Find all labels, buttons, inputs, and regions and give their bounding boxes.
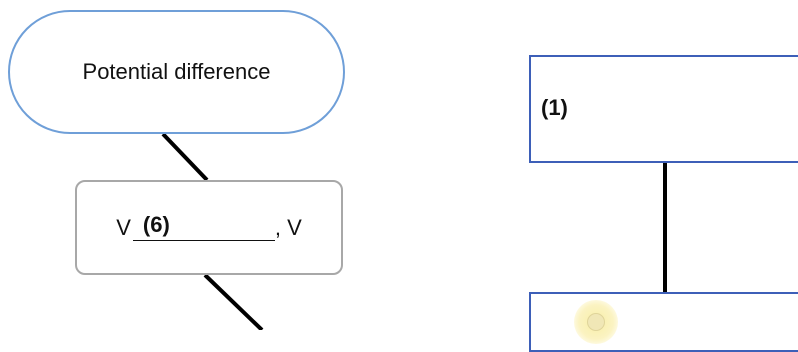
connector-formula-to-below <box>203 273 264 330</box>
connector-concept-to-formula <box>161 132 209 182</box>
formula-suffix: , V <box>274 214 302 240</box>
formula-prefix: V <box>116 214 131 240</box>
potential-difference-node: Potential difference <box>8 10 345 134</box>
fill-in-blank-6[interactable]: (6) <box>132 212 275 241</box>
blank-box-1-label: (1) <box>541 95 568 120</box>
formula-node: V (6) , V <box>75 180 343 275</box>
diagram-canvas: Potential difference V (6) , V (1) <box>8 10 798 352</box>
potential-difference-label: Potential difference <box>82 59 271 84</box>
lower-right-box <box>529 292 798 352</box>
cursor-dot-icon <box>587 313 605 331</box>
blank-number-6: (6) <box>142 212 170 237</box>
connector-lines <box>161 132 667 330</box>
blank-box-1[interactable]: (1) <box>529 55 798 163</box>
